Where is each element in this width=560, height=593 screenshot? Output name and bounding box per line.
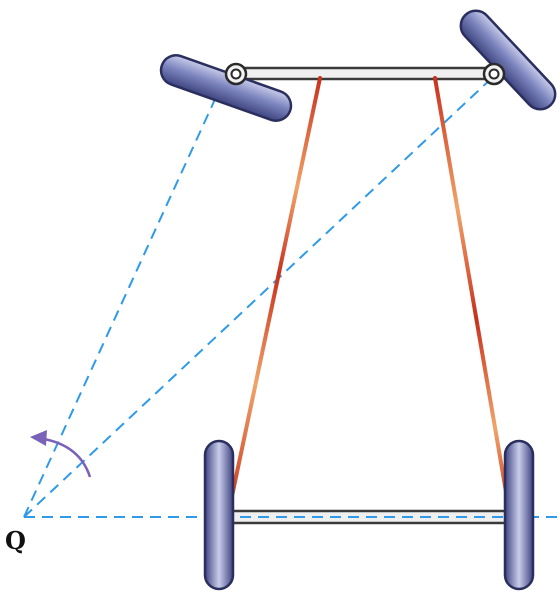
right-wheel-axis-line	[23, 75, 495, 518]
rear-right-wheel	[503, 439, 535, 591]
left-pivot-joint	[224, 62, 248, 86]
rear-right-wheel-body	[503, 439, 535, 591]
steering-rods	[226, 76, 512, 517]
construction-lines	[23, 75, 560, 518]
rear-left-wheel	[203, 439, 235, 591]
front-right-wheel	[459, 9, 557, 111]
front-left-wheel	[159, 54, 293, 122]
front-tie-bar	[236, 66, 498, 81]
rotation-arc	[43, 437, 92, 478]
rotation-arrow	[30, 430, 92, 478]
rotation-arrowhead-icon	[30, 430, 47, 446]
front-tie-bar-rect	[236, 66, 498, 81]
right-pivot-joint	[482, 62, 506, 86]
pivot-label: Q	[5, 526, 26, 555]
rear-left-wheel-body	[203, 439, 235, 591]
right-steering-rod	[433, 76, 512, 517]
front-left-wheel-body	[159, 54, 293, 122]
front-right-wheel-body	[459, 9, 557, 111]
left-steering-rod	[226, 76, 322, 517]
left-wheel-axis-line	[23, 83, 223, 518]
